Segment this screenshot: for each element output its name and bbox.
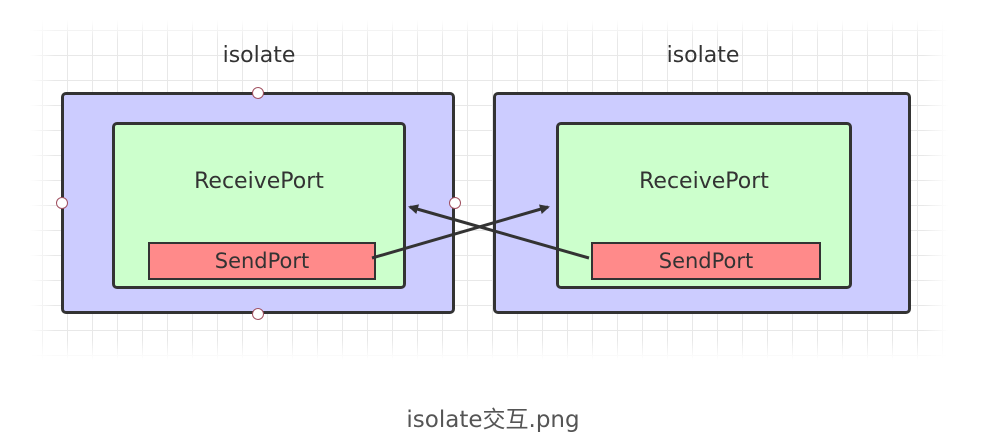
selection-handle-left[interactable] — [56, 197, 68, 209]
isolate-2-receive-port-label: ReceivePort — [639, 169, 769, 194]
isolate-2-label: isolate — [666, 43, 740, 68]
isolate-1-send-port[interactable]: SendPort — [148, 242, 376, 280]
isolate-1-box[interactable]: ReceivePort SendPort — [61, 92, 455, 314]
isolate-2-box[interactable]: ReceivePort SendPort — [493, 92, 911, 314]
isolate-2-send-port[interactable]: SendPort — [591, 242, 821, 280]
image-caption: isolate交互.png — [406, 407, 580, 433]
selection-handle-right[interactable] — [449, 197, 461, 209]
arrow-sendport1-to-receiveport2[interactable] — [371, 204, 550, 260]
isolate-1-label: isolate — [222, 43, 296, 68]
selection-handle-bottom[interactable] — [252, 308, 264, 320]
isolate-1-receive-port[interactable]: ReceivePort SendPort — [112, 122, 406, 289]
isolate-2-receive-port[interactable]: ReceivePort SendPort — [556, 122, 852, 289]
selection-handle-top[interactable] — [252, 87, 264, 99]
isolate-1-receive-port-label: ReceivePort — [194, 169, 324, 194]
arrow-sendport2-to-receiveport1[interactable] — [408, 204, 590, 260]
